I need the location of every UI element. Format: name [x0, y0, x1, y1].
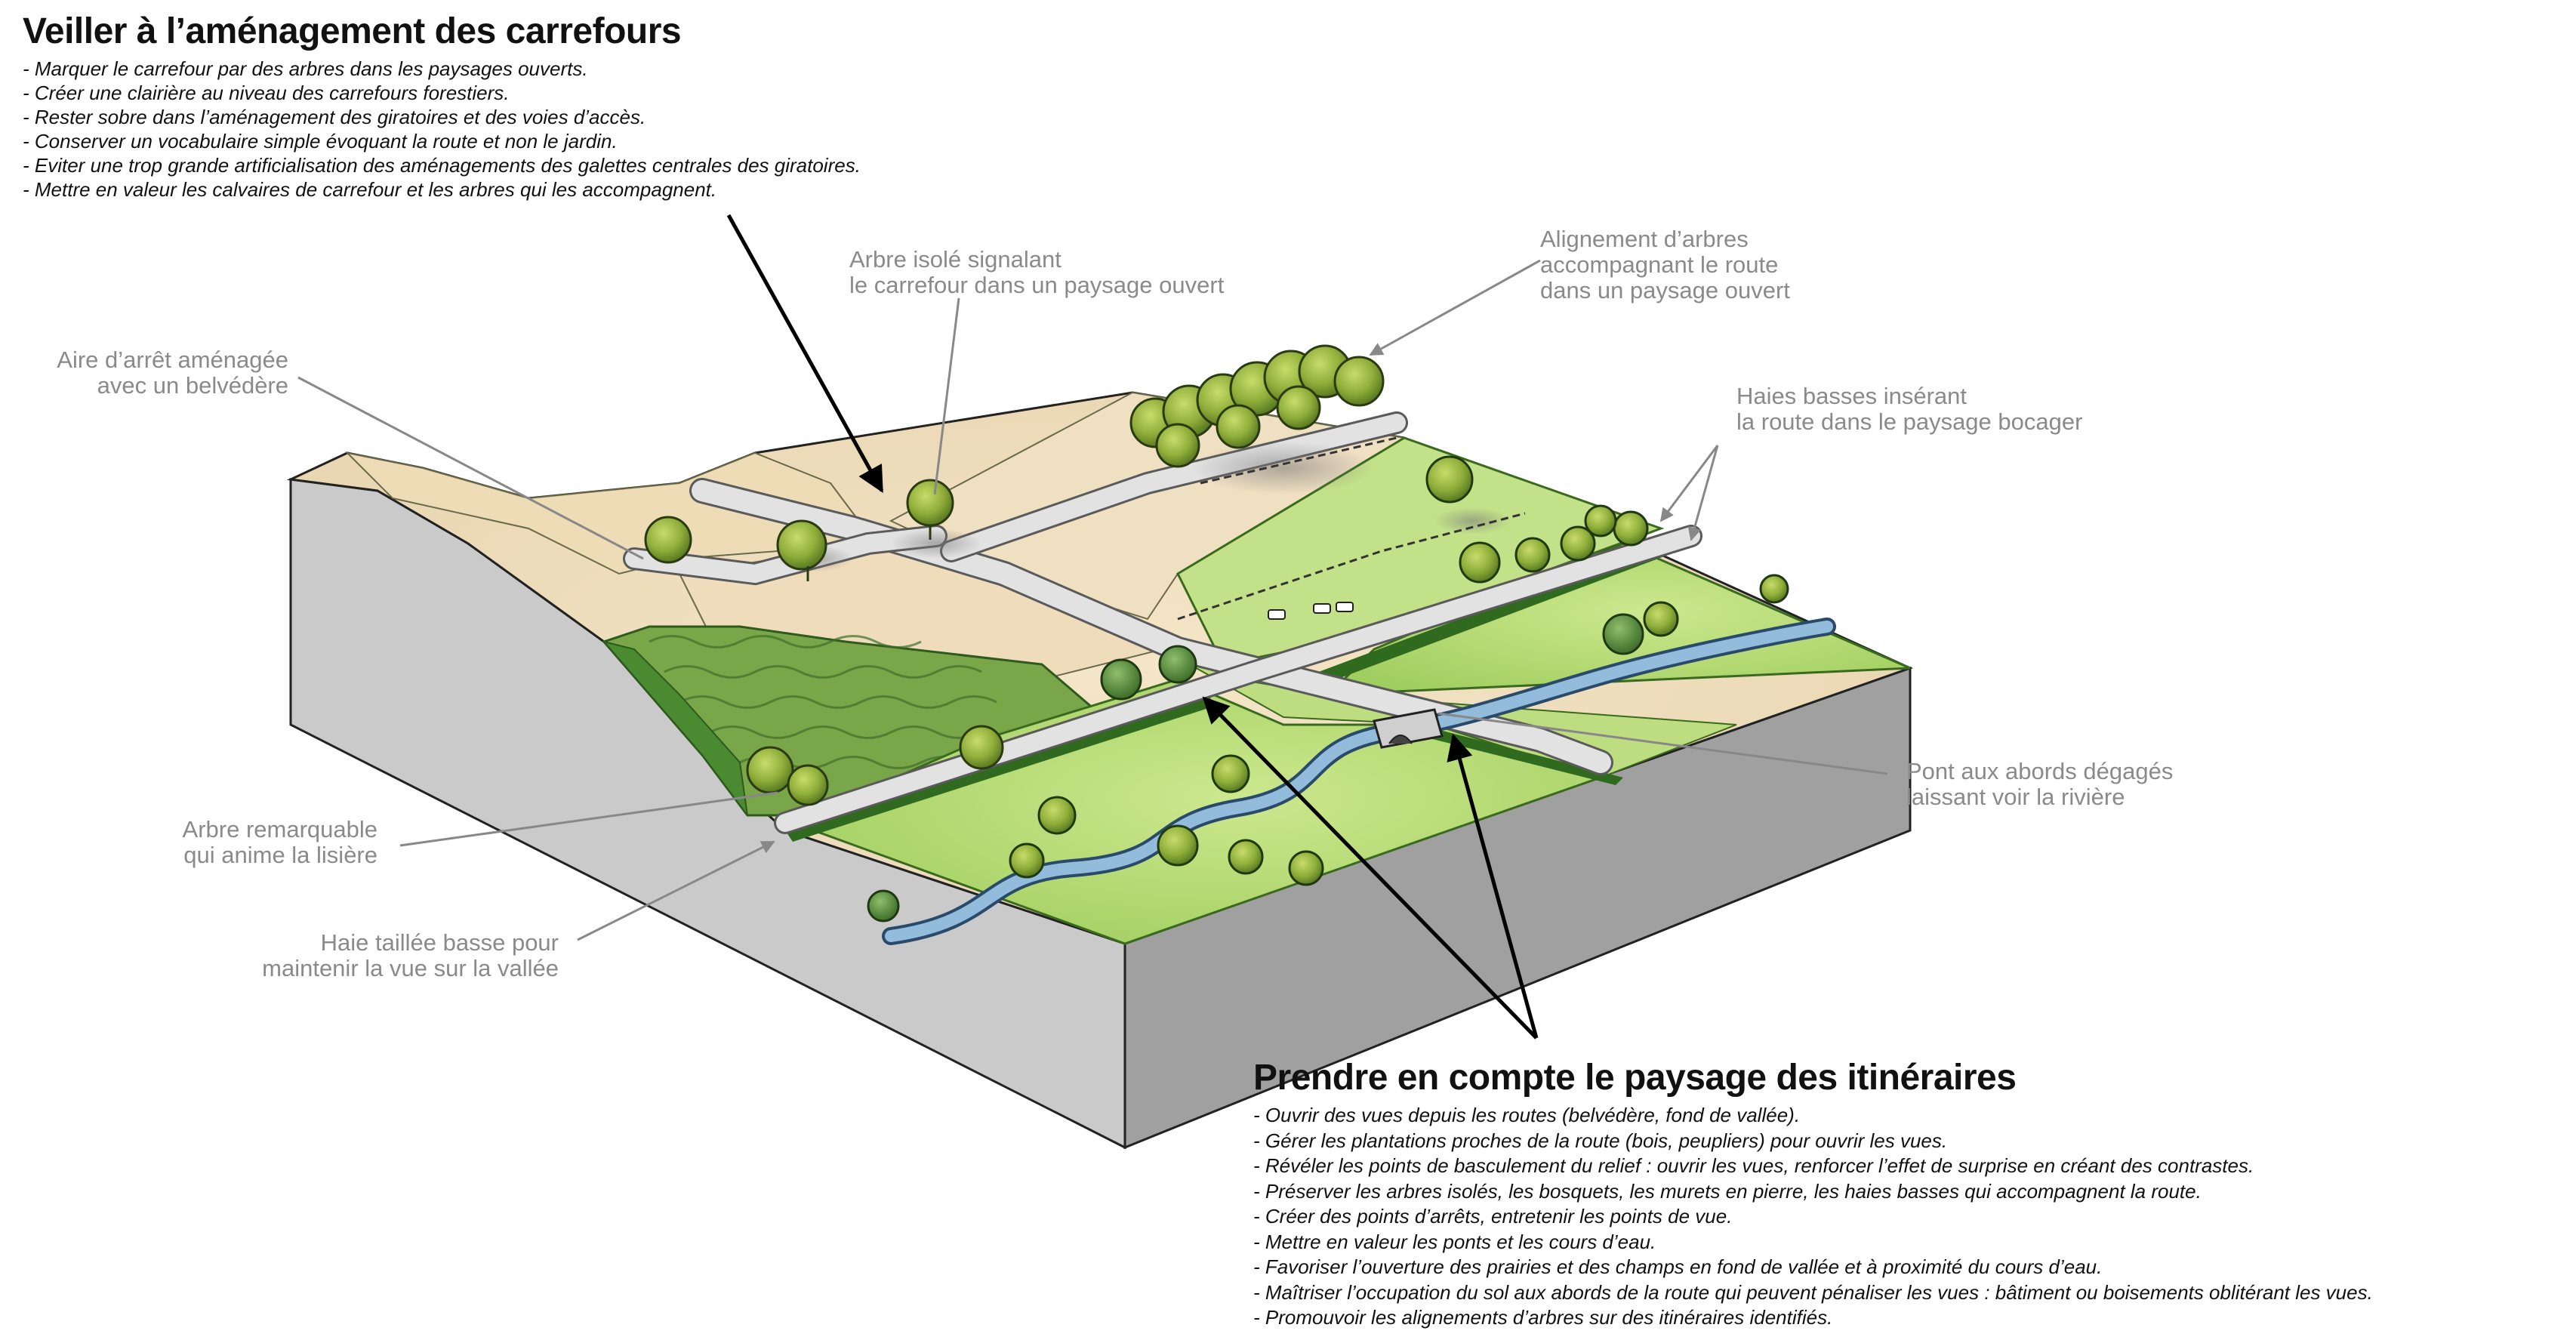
- list-item: - Mettre en valeur les ponts et les cour…: [1253, 1230, 1656, 1253]
- list-item: - Préserver les arbres isolés, les bosqu…: [1253, 1179, 2202, 1203]
- itineraries-list: - Ouvrir des vues depuis les routes (bel…: [1253, 1103, 2373, 1331]
- trees-meadow: [867, 455, 1789, 923]
- list-item: - Créer des points d’arrêts, entretenir …: [1253, 1205, 1733, 1227]
- list-item: - Maîtriser l’occupation du sol aux abor…: [1253, 1280, 2373, 1304]
- list-item: - Mettre en valeur les calvaires de carr…: [23, 178, 717, 201]
- trees-belvedere: [644, 516, 827, 581]
- list-item: - Révéler les points de basculement du r…: [1253, 1154, 2254, 1177]
- arrow-crossroads: [726, 214, 884, 494]
- annotation-pont: Pont aux abords dégagés laissant voir la…: [1906, 758, 2174, 810]
- list-item: - Favoriser l’ouverture des prairies et …: [1253, 1255, 2103, 1278]
- annotation-aire-arret: Aire d’arrêt aménagée avec un belvédère: [57, 347, 288, 399]
- tree-remarkable: [746, 725, 1004, 806]
- beige-field-left: [344, 451, 877, 575]
- arrow-itinerary-left: [1202, 696, 1538, 1040]
- itineraries-title: Prendre en compte le paysage des itinéra…: [1253, 1058, 2017, 1098]
- annotation-arbre-isole: Arbre isolé signalant le carrefour dans …: [849, 246, 1225, 298]
- crossroads-list: - Marquer le carrefour par des arbres da…: [23, 57, 861, 202]
- forest-edge: [602, 640, 748, 816]
- forest-texture: [649, 635, 997, 769]
- arrow-itinerary-right: [1447, 733, 1539, 1039]
- list-item: - Créer une clairière au niveau des carr…: [23, 82, 510, 104]
- list-item: - Conserver un vocabulaire simple évoqua…: [23, 130, 618, 152]
- annotation-haie-taillee: Haie taillée basse pour maintenir la vue…: [262, 929, 559, 981]
- bridge: [1373, 708, 1444, 749]
- list-item: - Eviter une trop grande artificialisati…: [23, 154, 861, 177]
- list-item: - Marquer le carrefour par des arbres da…: [23, 57, 588, 80]
- cows: [1268, 602, 1354, 620]
- crossroads-guidelines: Veiller à l’aménagement des carrefours -…: [23, 11, 861, 202]
- list-item: - Ouvrir des vues depuis les routes (bel…: [1253, 1104, 1801, 1126]
- annotation-haies-basses: Haies basses insérant la route dans le p…: [1736, 383, 2083, 435]
- list-item: - Gérer les plantations proches de la ro…: [1253, 1129, 1948, 1152]
- crossroads-title: Veiller à l’aménagement des carrefours: [23, 11, 682, 51]
- annotation-arbre-remarquable: Arbre remarquable qui anime la lisière: [182, 816, 377, 868]
- hedge-lower: [785, 695, 1216, 842]
- leader-lines: [297, 259, 1888, 941]
- itineraries-guidelines: Prendre en compte le paysage des itinéra…: [1253, 1057, 2373, 1331]
- annotation-alignement: Alignement d’arbres accompagnant le rout…: [1540, 226, 1790, 303]
- list-item: - Rester sobre dans l’aménagement des gi…: [23, 106, 646, 128]
- tree-isolated-crossroad: [906, 479, 954, 540]
- tree-alignment: [1129, 344, 1385, 468]
- list-item: - Promouvoir les alignements d’arbres su…: [1253, 1306, 1833, 1329]
- fence: [1177, 436, 1526, 621]
